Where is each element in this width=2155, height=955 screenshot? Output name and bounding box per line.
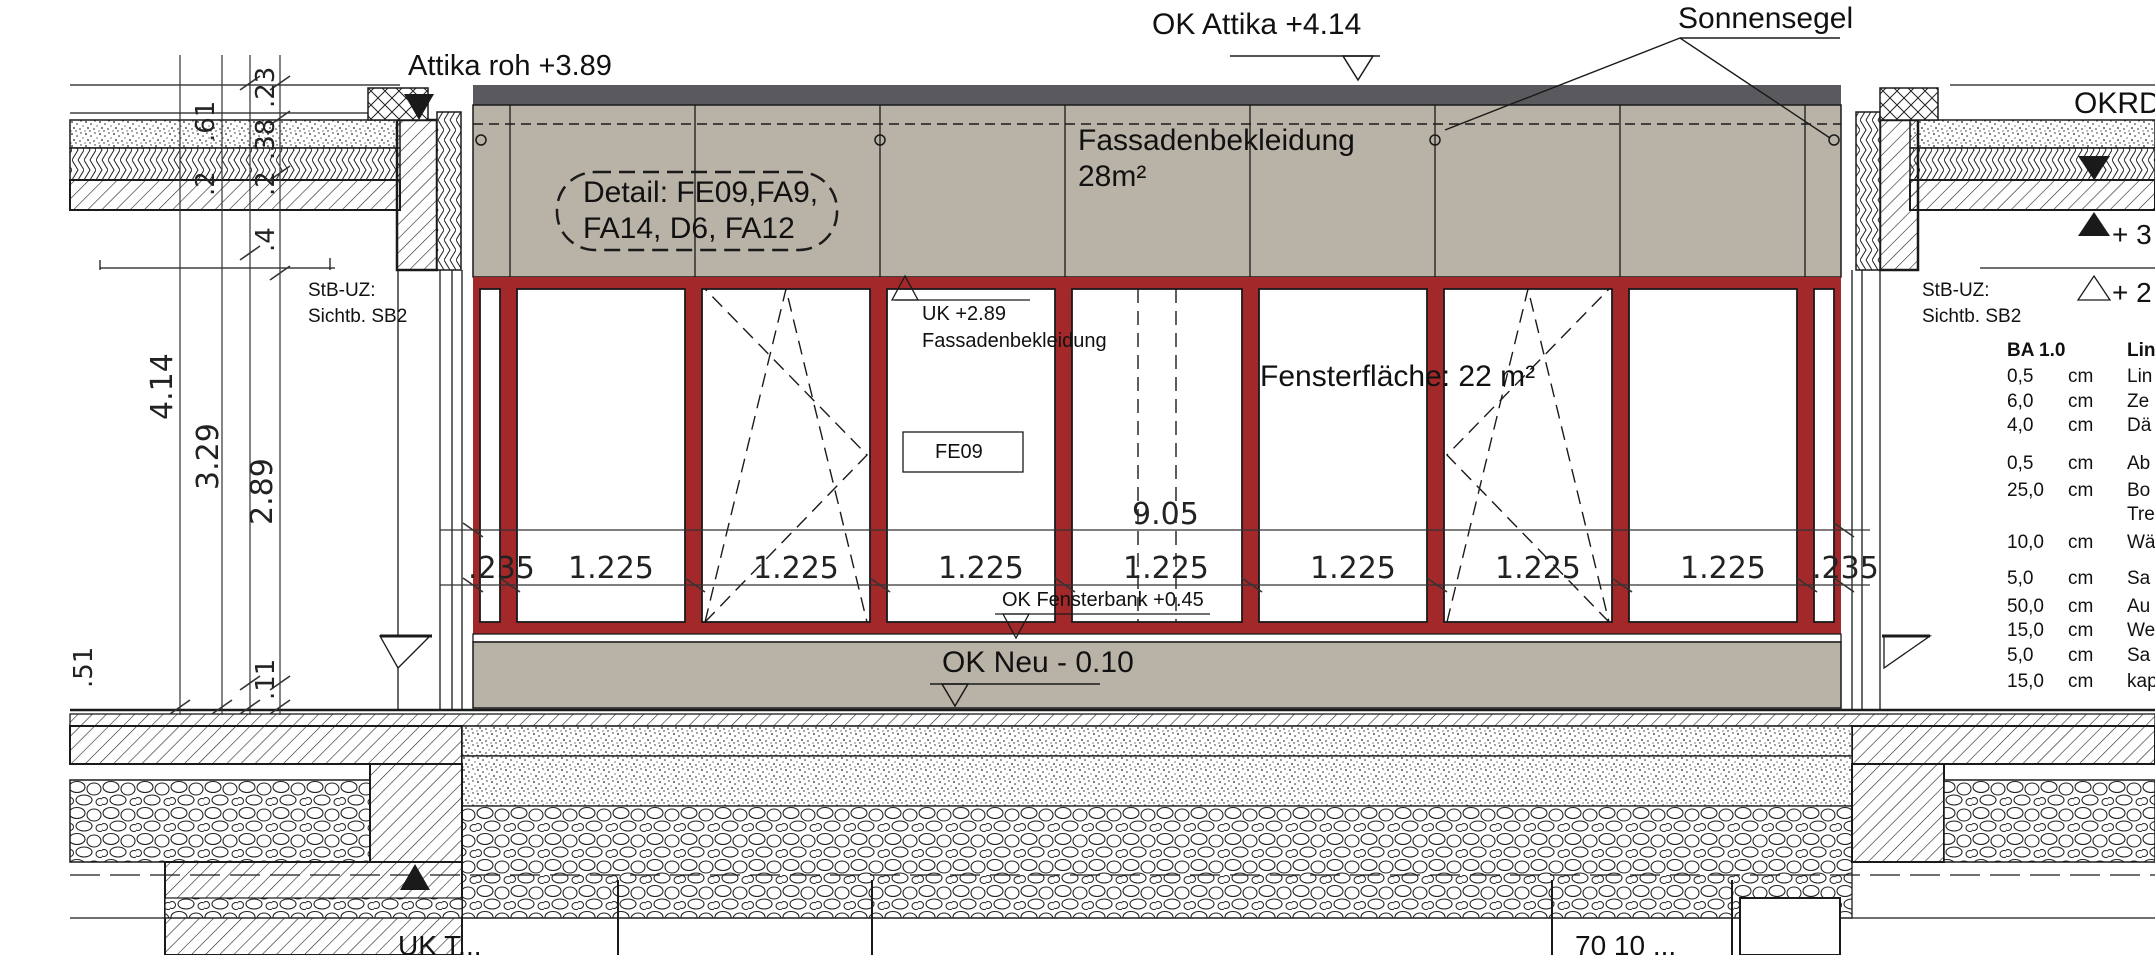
layer-text: Ab (2127, 453, 2150, 474)
layer-table-header-code: BA 1.0 (2007, 340, 2065, 361)
layer-value: 6,0 (2007, 391, 2033, 412)
layer-text: Au (2127, 596, 2150, 617)
layer-value: 10,0 (2007, 532, 2044, 553)
dim-v-04: .4 (251, 227, 281, 252)
layer-unit: cm (2068, 366, 2093, 387)
roof-cap (473, 85, 1841, 105)
layer-unit: cm (2068, 645, 2093, 666)
layer-text: Dä (2127, 415, 2152, 436)
right-level-1: + 3 (2112, 219, 2152, 250)
sonnensegel-leaders (1444, 37, 1840, 139)
stb-uz-right: StB-UZ: (1922, 280, 1990, 301)
dim-v-011: .11 (251, 659, 281, 700)
dim-span-7: 1.225 (1680, 551, 1766, 586)
layer-text: Lin (2127, 366, 2152, 387)
right-wall-section (1851, 84, 2155, 710)
layer-value: 50,0 (2007, 596, 2044, 617)
window-frame (472, 277, 1842, 643)
dim-v-038: .38 (251, 119, 281, 160)
dim-v-051-left: .51 (69, 647, 99, 688)
vertical-dimensions (169, 55, 291, 715)
detail-callout-line2: FA14, D6, FA12 (583, 212, 795, 245)
layer-value: 15,0 (2007, 671, 2044, 692)
layer-value: 25,0 (2007, 480, 2044, 501)
layer-unit: cm (2068, 480, 2093, 501)
layer-unit: cm (2068, 532, 2093, 553)
dim-end-right: .235 (1812, 551, 1879, 586)
fassade-title: Fassadenbekleidung (1078, 124, 1355, 157)
dim-span-3: 1.225 (938, 551, 1024, 586)
dim-span-2: 1.225 (753, 551, 839, 586)
dim-span-6: 1.225 (1495, 551, 1581, 586)
lower-cladding (472, 641, 1842, 709)
layer-value: 0,5 (2007, 453, 2033, 474)
dim-span-5: 1.225 (1310, 551, 1396, 586)
layer-text: Sa (2127, 645, 2151, 666)
dim-v-289: 2.89 (245, 458, 280, 525)
ok-neu-label: OK Neu - 0.10 (942, 646, 1134, 679)
uk-marker (890, 274, 1030, 301)
layer-unit: cm (2068, 453, 2093, 474)
right-level-2: + 2 (2112, 277, 2152, 308)
dim-v-02a: .2 (191, 171, 221, 196)
layer-table: BA 1.0 Lin 0,5 cm Lin 6,0 cm Ze 4,0 cm D… (2007, 340, 2155, 692)
layer-unit: cm (2068, 620, 2093, 641)
layer-text: Tre (2127, 504, 2155, 525)
layer-unit: cm (2068, 596, 2093, 617)
layer-unit: cm (2068, 568, 2093, 589)
fassade-area: 28m² (1078, 160, 1146, 193)
ok-neu-marker (930, 683, 1100, 708)
layer-text: Sa (2127, 568, 2151, 589)
ok-fensterbank-label: OK Fensterbank +0.45 (1002, 589, 1204, 611)
ok-fensterbank-marker (995, 613, 1210, 640)
cladding-panel (472, 104, 1842, 278)
bottom-right-partial: 70 10 ... (1575, 930, 1676, 955)
layer-unit: cm (2068, 415, 2093, 436)
layer-unit: cm (2068, 671, 2093, 692)
attika-roh-label: Attika roh +3.89 (408, 50, 612, 82)
sichtb-left: Sichtb. SB2 (308, 306, 407, 327)
window-area-label: Fensterfläche: 22 m² (1260, 360, 1535, 393)
detail-callout-frame (555, 170, 839, 252)
dim-total-width: 9.05 (1132, 497, 1199, 532)
uk-level-label: UK +2.89 (922, 303, 1006, 325)
layer-text: Ze (2127, 391, 2149, 412)
layer-text: kap (2127, 671, 2155, 692)
left-wall-section (69, 84, 463, 710)
layer-text: Bo (2127, 480, 2150, 501)
detail-callout-line1: Detail: FE09,FA9, (583, 176, 818, 209)
layer-value: 5,0 (2007, 645, 2033, 666)
dim-v-061: .61 (191, 101, 221, 142)
fe09-tag-frame (902, 431, 1024, 473)
foundation (69, 708, 2155, 955)
ok-attika-marker (1230, 55, 1380, 82)
layer-unit: cm (2068, 391, 2093, 412)
uk-cladding-label: Fassadenbekleidung (922, 330, 1107, 352)
stb-uz-left: StB-UZ: (308, 280, 376, 301)
layer-value: 4,0 (2007, 415, 2033, 436)
dim-v-023: .23 (251, 67, 281, 108)
okrd-label: OKRD (2074, 87, 2155, 120)
layer-text: Wä (2127, 532, 2155, 553)
sichtb-right: Sichtb. SB2 (1922, 306, 2021, 327)
dim-v-414: 4.14 (145, 353, 180, 420)
dim-end-left: .235 (468, 551, 535, 586)
layer-table-header-name: Lin (2127, 340, 2155, 361)
dim-span-1: 1.225 (568, 551, 654, 586)
dim-span-4: 1.225 (1123, 551, 1209, 586)
horizontal-dimensions (440, 522, 1870, 593)
ok-attika-label: OK Attika +4.14 (1152, 8, 1361, 41)
fe09-tag: FE09 (935, 441, 983, 463)
layer-text: We (2127, 620, 2155, 641)
bottom-left-partial: UK T... (398, 930, 482, 955)
sonnensegel-label: Sonnensegel (1678, 2, 1853, 35)
layer-value: 0,5 (2007, 366, 2033, 387)
layer-value: 5,0 (2007, 568, 2033, 589)
layer-value: 15,0 (2007, 620, 2044, 641)
dim-v-02b: .2 (251, 171, 281, 196)
dim-v-329: 3.29 (191, 423, 226, 490)
